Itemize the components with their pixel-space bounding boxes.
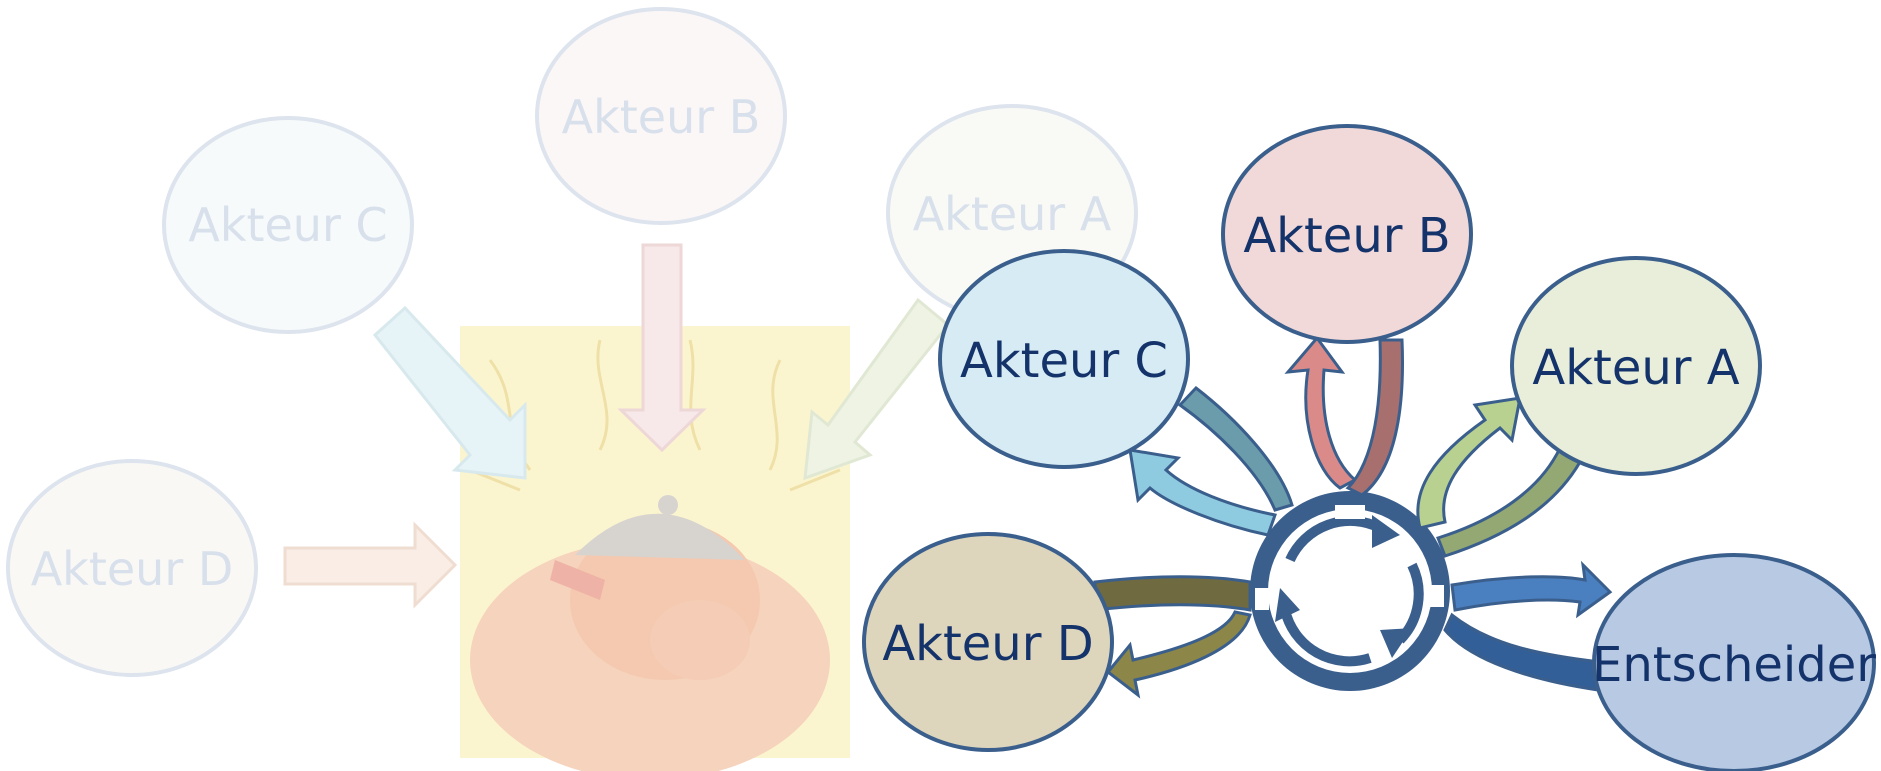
arrow-from-akteur-b bbox=[1345, 338, 1404, 497]
akteur-b-label: Akteur B bbox=[1243, 208, 1450, 264]
faded-node-akteur-c: Akteur C bbox=[162, 116, 414, 334]
node-entscheider: Entscheider bbox=[1592, 553, 1876, 771]
faded-arrow-a bbox=[803, 297, 951, 481]
active-diagram: Akteur B Akteur C Akteur A Akteur D Ents… bbox=[862, 124, 1876, 771]
faded-akteur-d-label: Akteur D bbox=[31, 542, 234, 596]
node-akteur-a: Akteur A bbox=[1510, 256, 1762, 476]
faded-arrow-b bbox=[617, 243, 707, 453]
node-akteur-b: Akteur B bbox=[1221, 124, 1473, 344]
arrow-from-entscheider bbox=[1443, 612, 1602, 692]
faded-arrow-c bbox=[372, 305, 527, 480]
faded-akteur-b-label: Akteur B bbox=[562, 90, 761, 144]
akteur-d-label: Akteur D bbox=[882, 616, 1093, 672]
faded-node-akteur-b: Akteur B bbox=[535, 7, 787, 225]
arrow-from-akteur-d bbox=[1093, 575, 1252, 612]
akteur-c-label: Akteur C bbox=[960, 333, 1168, 389]
faded-akteur-a-label: Akteur A bbox=[913, 187, 1112, 241]
central-cycle-icon bbox=[1250, 491, 1450, 691]
arrow-to-akteur-d bbox=[1105, 610, 1252, 699]
faded-akteur-c-label: Akteur C bbox=[188, 198, 387, 252]
arrow-to-akteur-b bbox=[1284, 335, 1358, 490]
entscheider-label: Entscheider bbox=[1592, 637, 1876, 693]
faded-diagram: Akteur C Akteur B Akteur A Akteur D bbox=[6, 7, 1138, 771]
arrow-from-akteur-c bbox=[1177, 385, 1294, 512]
faded-node-akteur-d: Akteur D bbox=[6, 459, 258, 677]
node-akteur-d: Akteur D bbox=[862, 532, 1114, 752]
arrow-to-entscheider bbox=[1450, 560, 1613, 619]
node-akteur-c: Akteur C bbox=[938, 249, 1190, 469]
arrow-to-akteur-a bbox=[1416, 396, 1522, 530]
akteur-a-label: Akteur A bbox=[1532, 340, 1739, 396]
faded-arrow-d bbox=[283, 521, 458, 609]
